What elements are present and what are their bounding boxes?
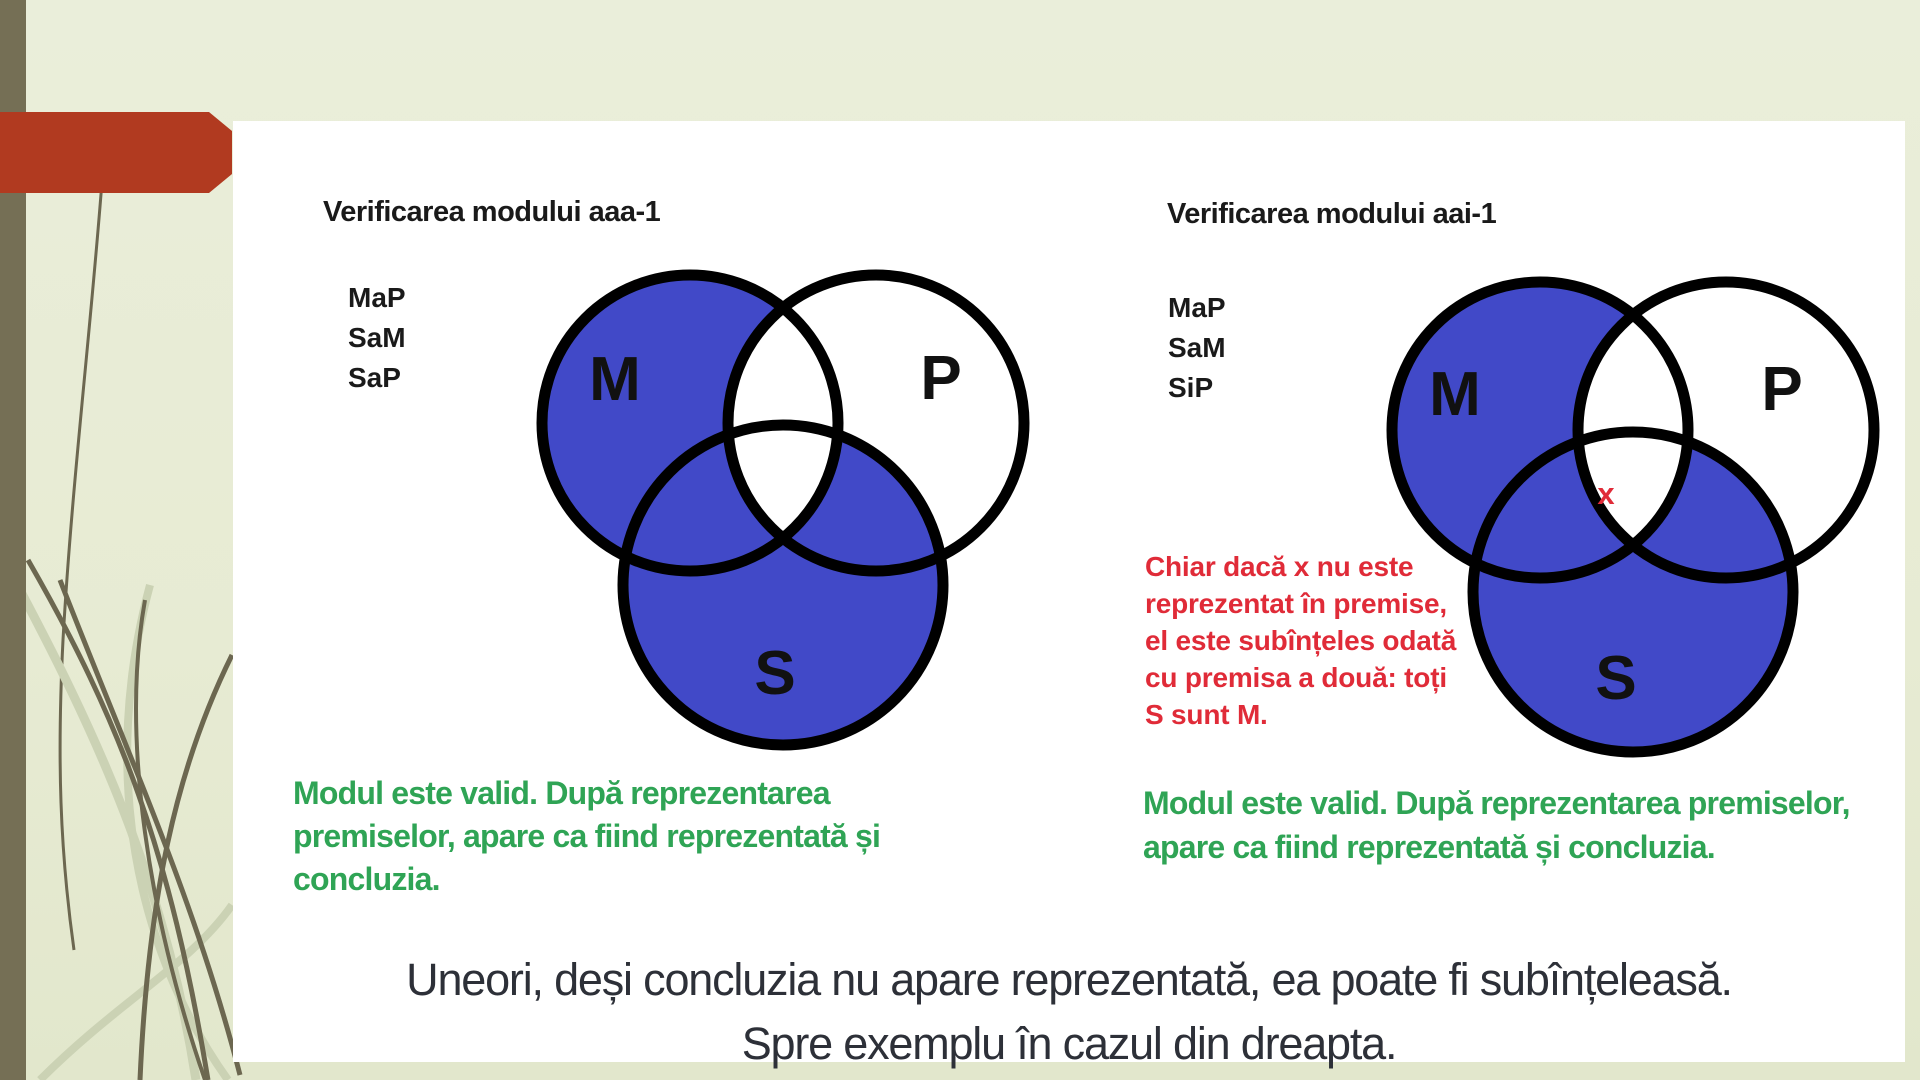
venn-left-s-label: S (754, 639, 795, 708)
note-line: S sunt M. (1145, 699, 1268, 730)
footer-note: Uneori, deși concluzia nu apare reprezen… (233, 948, 1905, 1076)
premise-conclusion: SiP (1168, 372, 1214, 403)
red-accent-banner (0, 112, 232, 193)
note-line: Modul este valid. După reprezentarea (293, 775, 831, 811)
right-diagram-title: Verificarea modului aai-1 (1167, 198, 1497, 230)
left-premises: MaP SaM SaP (348, 278, 406, 398)
venn-right: M P S x (1386, 276, 1880, 758)
venn-right-p-label: P (1761, 355, 1802, 424)
footer-line: Spre exemplu în cazul din dreapta. (741, 1018, 1398, 1069)
premise-major: MaP (348, 282, 406, 313)
premise-conclusion: SaP (348, 362, 401, 393)
right-premises: MaP SaM SiP (1168, 288, 1226, 408)
red-explanation-note: Chiar dacă x nu este reprezentat în prem… (1145, 548, 1456, 733)
left-validity-note: Modul este valid. După reprezentarea pre… (293, 772, 881, 901)
note-line: Chiar dacă x nu este (1145, 551, 1414, 582)
note-line: reprezentat în premise, (1145, 588, 1447, 619)
venn-right-s-label: S (1595, 644, 1636, 713)
venn-right-m-label: M (1429, 360, 1481, 429)
venn-left-p-label: P (920, 344, 961, 413)
premise-minor: SaM (348, 322, 406, 353)
note-line: apare ca fiind reprezentată și concluzia… (1143, 829, 1716, 865)
note-line: concluzia. (293, 861, 441, 897)
left-diagram-title: Verificarea modului aaa-1 (323, 196, 661, 228)
note-line: el este subînțeles odată (1145, 625, 1457, 656)
existential-x-marker: x (1597, 476, 1615, 511)
note-line: cu premisa a două: toți (1145, 662, 1447, 693)
venn-left-m-label: M (589, 345, 641, 414)
venn-left: M P S (536, 269, 1030, 751)
right-validity-note: Modul este valid. După reprezentarea pre… (1143, 781, 1851, 869)
premise-major: MaP (1168, 292, 1226, 323)
note-line: Modul este valid. După reprezentarea pre… (1143, 785, 1851, 821)
premise-minor: SaM (1168, 332, 1226, 363)
note-line: premiselor, apare ca fiind reprezentată … (293, 818, 881, 854)
footer-line: Uneori, deși concluzia nu apare reprezen… (406, 954, 1733, 1005)
